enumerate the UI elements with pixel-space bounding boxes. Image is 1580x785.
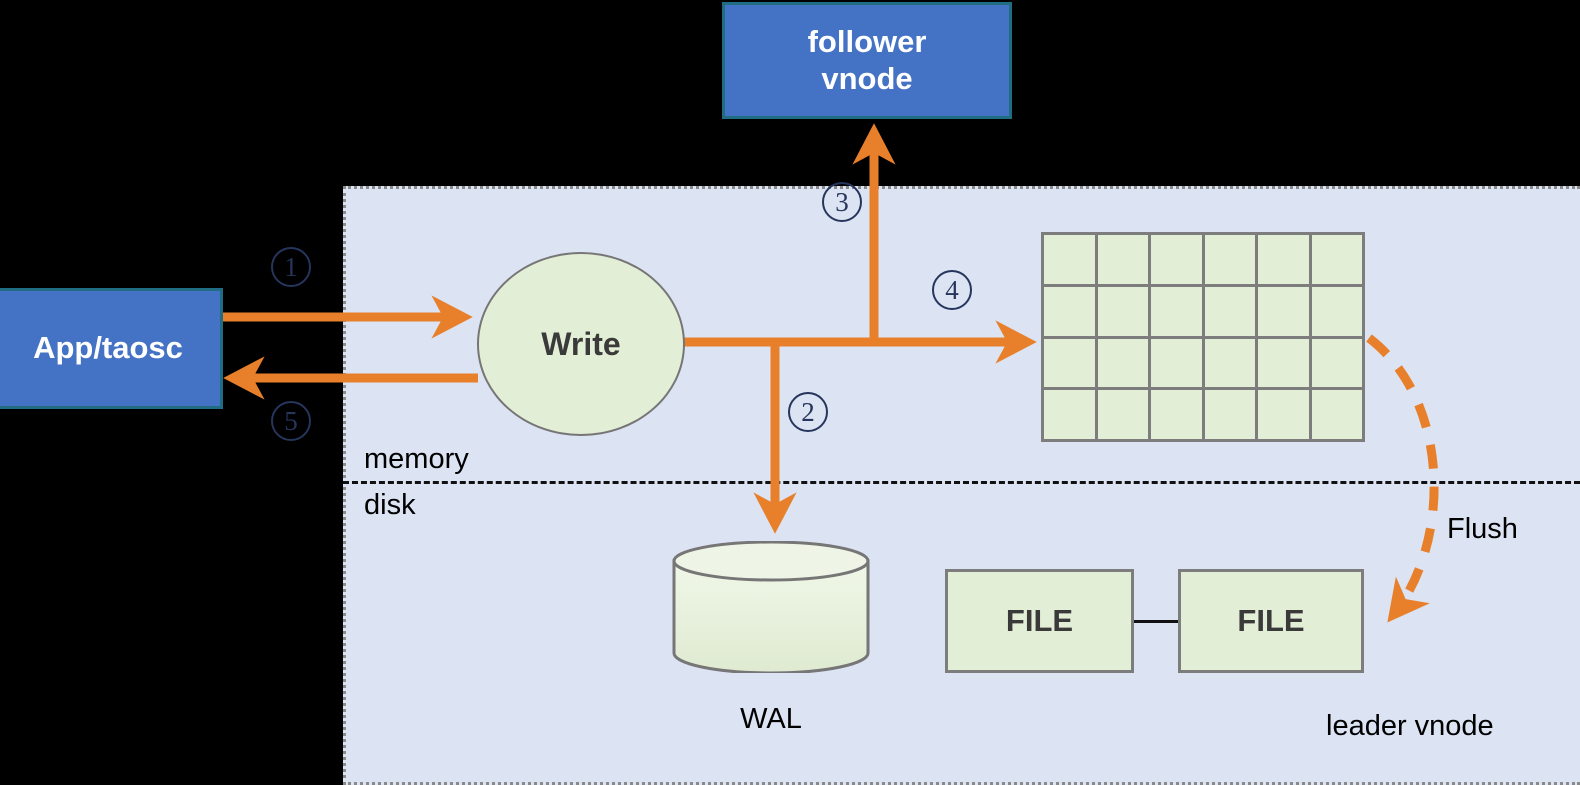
follower-label-line1: follower	[807, 23, 927, 59]
node-memtable-grid[interactable]	[1041, 232, 1365, 442]
node-write[interactable]: Write	[477, 252, 685, 436]
memtable-cell	[1097, 390, 1148, 439]
node-file-2-label: FILE	[1237, 603, 1305, 638]
node-follower-vnode[interactable]: follower vnode	[722, 2, 1012, 119]
memtable-cell	[1044, 286, 1095, 336]
memtable-cell	[1044, 390, 1095, 439]
node-file-2[interactable]: FILE	[1178, 569, 1364, 673]
memtable-cell	[1258, 235, 1309, 284]
memtable-cell	[1311, 390, 1362, 439]
edge-label-flush: Flush	[1447, 513, 1518, 545]
step-marker-3: 3	[822, 182, 862, 222]
memtable-cell	[1258, 338, 1309, 388]
memtable-cell	[1044, 235, 1095, 284]
memory-disk-divider	[343, 481, 1580, 484]
follower-label-line2: vnode	[821, 60, 913, 96]
memtable-cell	[1204, 338, 1255, 388]
node-app-taosc-label: App/taosc	[33, 330, 183, 366]
node-follower-vnode-label: follower vnode	[808, 24, 927, 97]
file-connector-line	[1134, 620, 1178, 623]
node-file-1-label: FILE	[1005, 603, 1074, 638]
memtable-cell	[1097, 286, 1148, 336]
memtable-cell	[1258, 286, 1309, 336]
node-wal-cylinder[interactable]	[672, 541, 870, 673]
memtable-cell	[1097, 235, 1148, 284]
memtable-cell	[1204, 286, 1255, 336]
memtable-cell	[1204, 390, 1255, 439]
memtable-cell	[1311, 338, 1362, 388]
node-file-1[interactable]: FILE	[945, 569, 1134, 673]
leader-vnode-label: leader vnode	[1326, 710, 1494, 742]
step-marker-5: 5	[271, 401, 311, 441]
memtable-cell	[1311, 235, 1362, 284]
memtable-cell	[1151, 390, 1202, 439]
memtable-cell	[1151, 235, 1202, 284]
memtable-cell	[1044, 338, 1095, 388]
memtable-cell	[1311, 286, 1362, 336]
zone-label-memory: memory	[364, 443, 469, 475]
step-marker-2: 2	[788, 392, 828, 432]
memtable-cell	[1204, 235, 1255, 284]
memtable-cell	[1097, 338, 1148, 388]
node-write-label: Write	[541, 325, 621, 362]
memtable-cell	[1258, 390, 1309, 439]
zone-label-disk: disk	[364, 489, 416, 521]
memtable-cell	[1151, 286, 1202, 336]
step-marker-4: 4	[932, 270, 972, 310]
step-marker-1: 1	[271, 247, 311, 287]
memtable-cell	[1151, 338, 1202, 388]
node-wal-label: WAL	[740, 703, 802, 735]
node-app-taosc[interactable]: App/taosc	[0, 288, 223, 409]
